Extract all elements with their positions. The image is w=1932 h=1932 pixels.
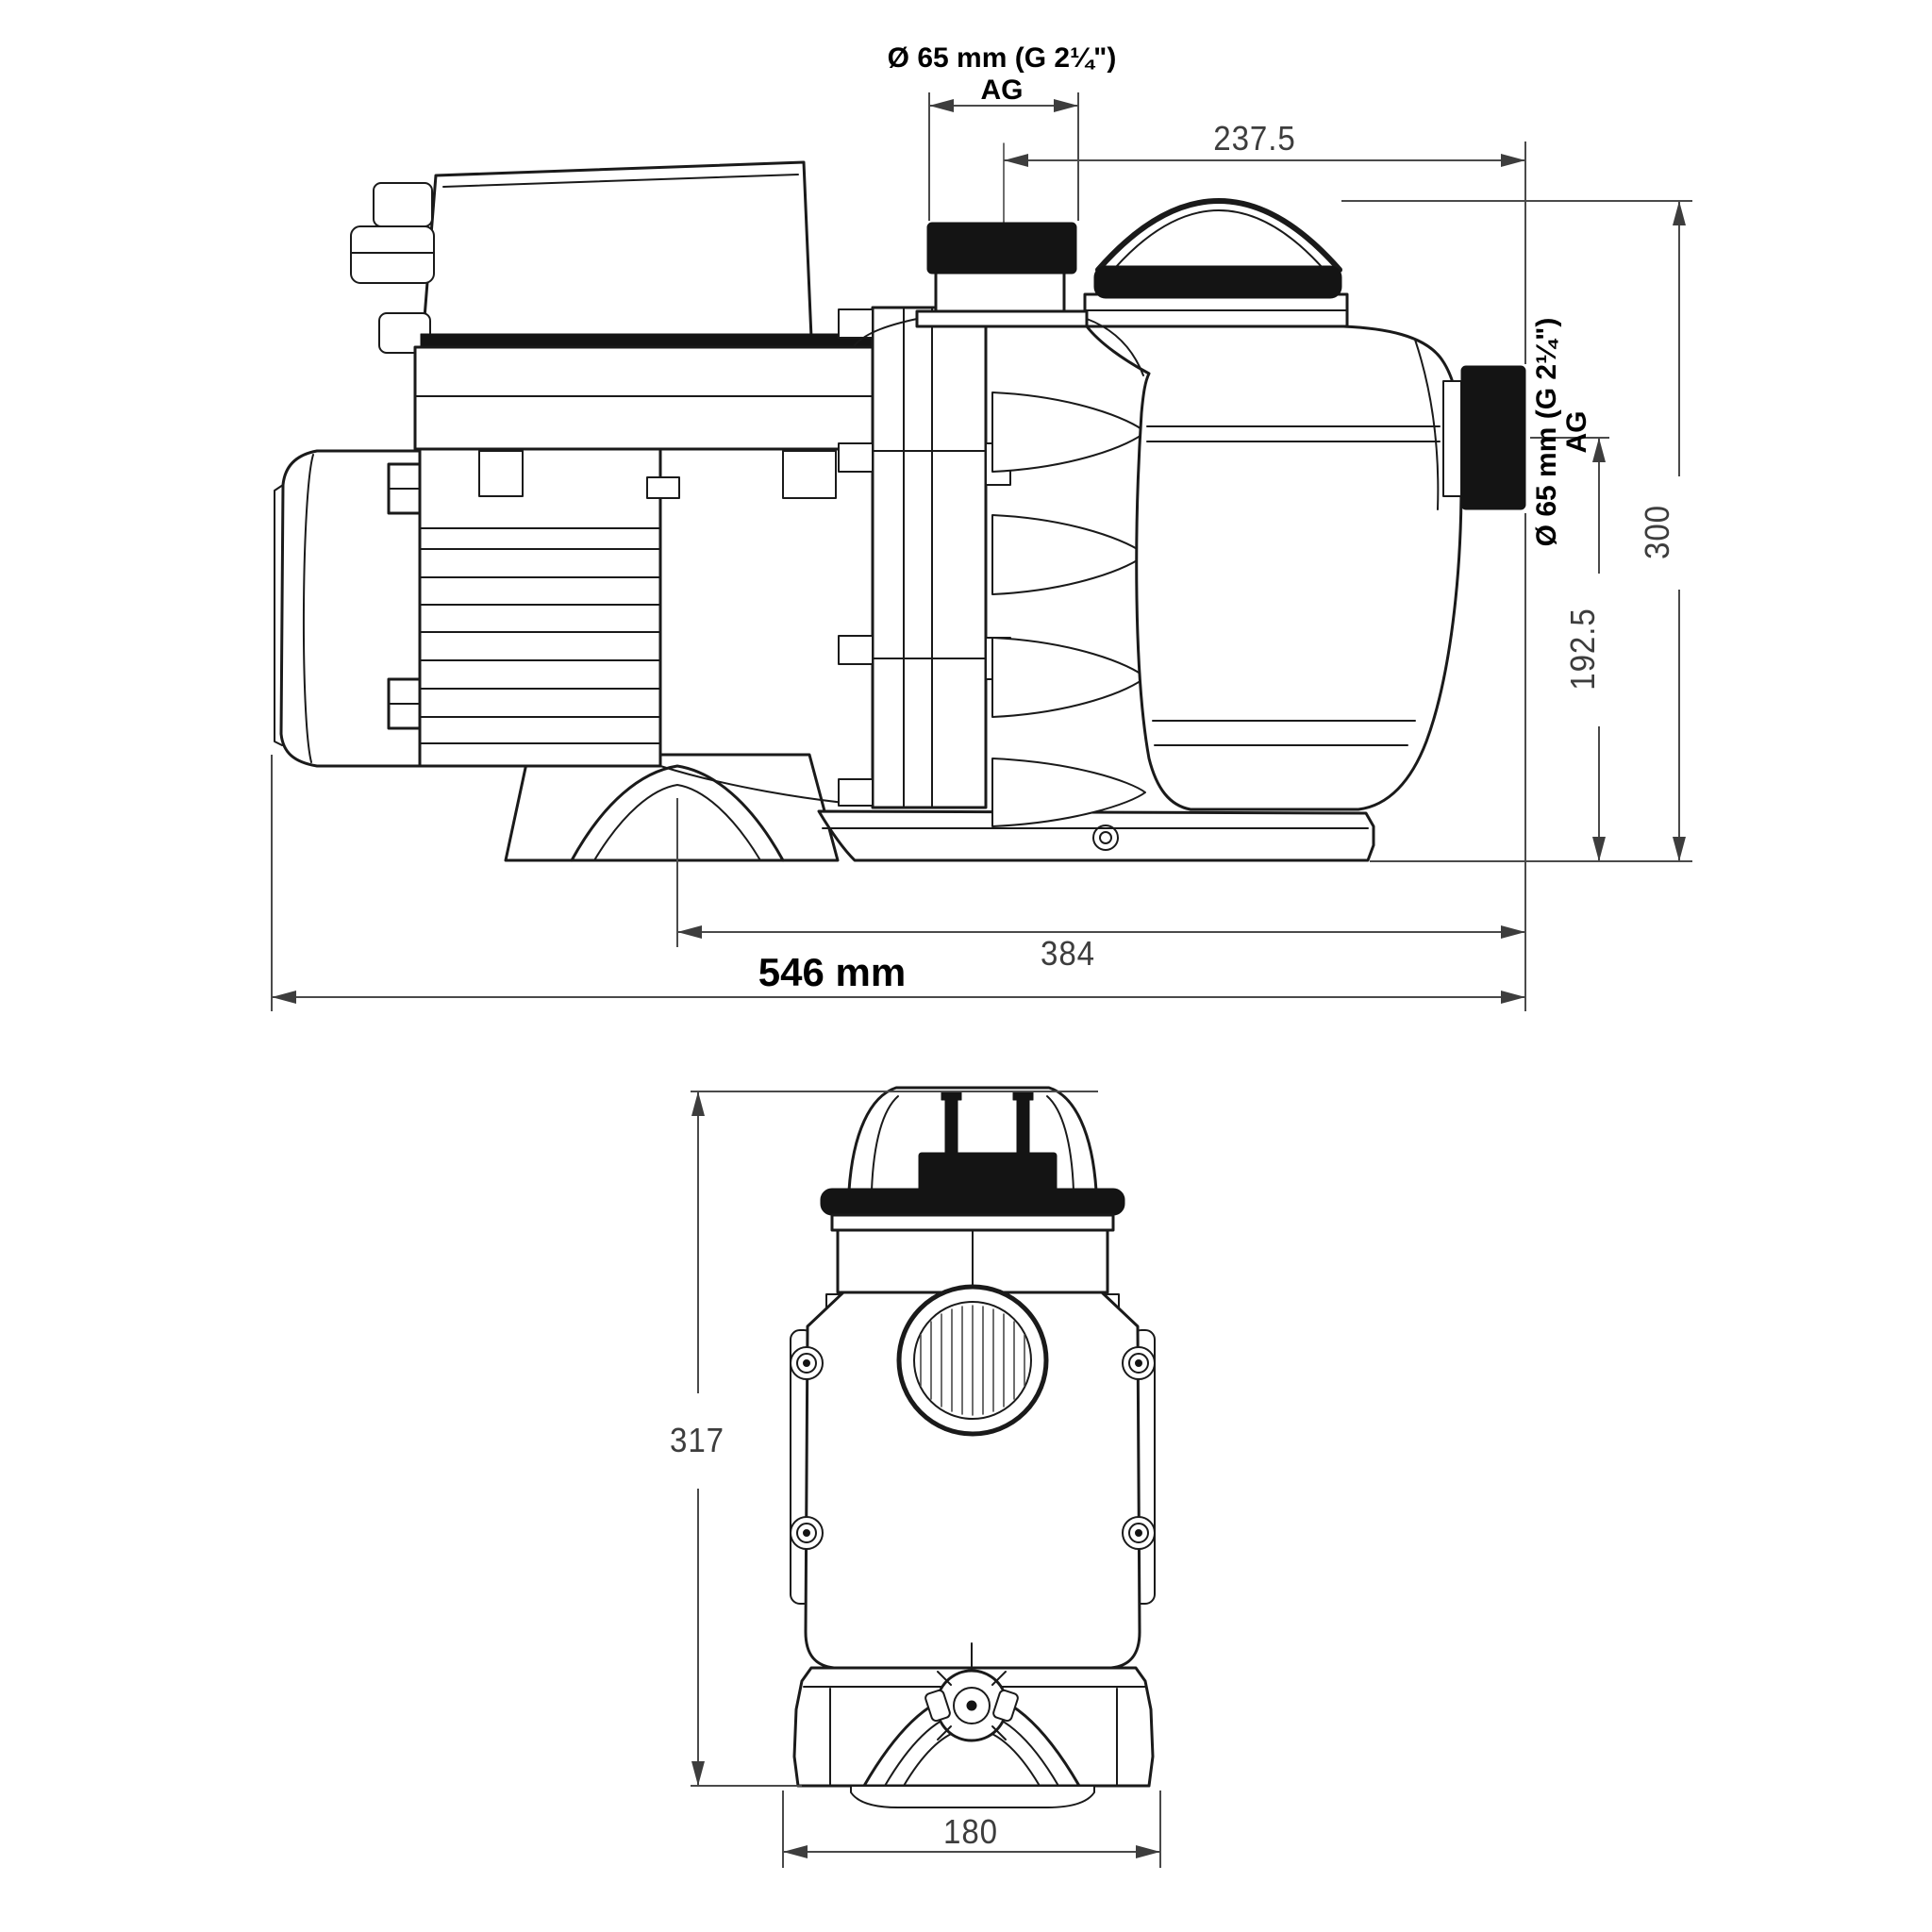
- dim-237-5: 237.5: [1213, 119, 1296, 158]
- front-lid: [820, 1086, 1125, 1232]
- dim-317: 317: [669, 1421, 725, 1459]
- dim-180: 180: [942, 1812, 999, 1851]
- front-view-drawing: [790, 1086, 1156, 1808]
- terminal-box: [350, 160, 813, 354]
- dim-300: 300: [1638, 504, 1676, 560]
- front-bolts: [790, 1346, 1156, 1550]
- suction-port-diameter-label: Ø 65 mm (G 2¼"): [887, 42, 1117, 74]
- discharge-port-diameter-label: Ø 65 mm (G 2¼"): [1531, 317, 1562, 547]
- strainer-lid: [1083, 198, 1349, 328]
- discharge-port-thread-label: AG: [1561, 410, 1592, 454]
- dim-192-5: 192.5: [1563, 608, 1602, 691]
- front-strainer-window: [896, 1284, 1049, 1437]
- dimension-lines: [271, 92, 1692, 1868]
- front-drain-plug: [924, 1669, 1019, 1742]
- dim-384: 384: [1040, 934, 1096, 973]
- side-view-drawing: [274, 142, 1526, 862]
- pump-base-side: [504, 753, 1375, 862]
- dim-546: 546 mm: [758, 950, 907, 994]
- motor: [274, 447, 662, 768]
- strainer-pot: [1085, 325, 1463, 811]
- suction-port: [854, 142, 1144, 376]
- suction-port-thread-label: AG: [980, 75, 1024, 106]
- diffuser-fins: [991, 391, 1146, 827]
- discharge-port: [1442, 365, 1526, 510]
